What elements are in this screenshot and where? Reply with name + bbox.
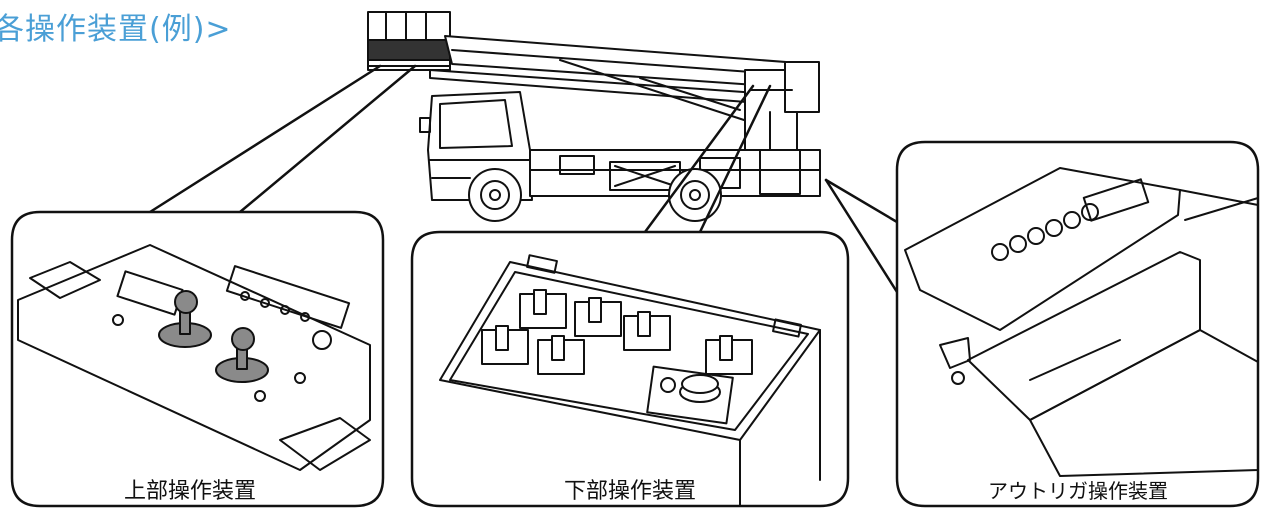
panel-outrigger-controls: アウトリガ操作装置 [895, 140, 1260, 508]
panel-lower-controls: 下部操作装置 [410, 230, 850, 508]
panel-upper-controls: 上部操作装置 [10, 210, 385, 508]
aerial-work-truck [367, 11, 821, 222]
label-lower: 下部操作装置 [564, 479, 696, 504]
label-upper: 上部操作装置 [124, 479, 256, 504]
outrigger-valves [991, 178, 1150, 261]
diagram-title: 各操作装置(例)> [0, 12, 232, 47]
label-outrigger: アウトリガ操作装置 [988, 479, 1168, 503]
lever-switches [481, 289, 753, 375]
callout-lines [148, 64, 899, 294]
emergency-stop [646, 365, 734, 425]
joystick-2 [215, 327, 269, 383]
joystick-1 [158, 290, 212, 348]
work-bucket [367, 11, 451, 71]
